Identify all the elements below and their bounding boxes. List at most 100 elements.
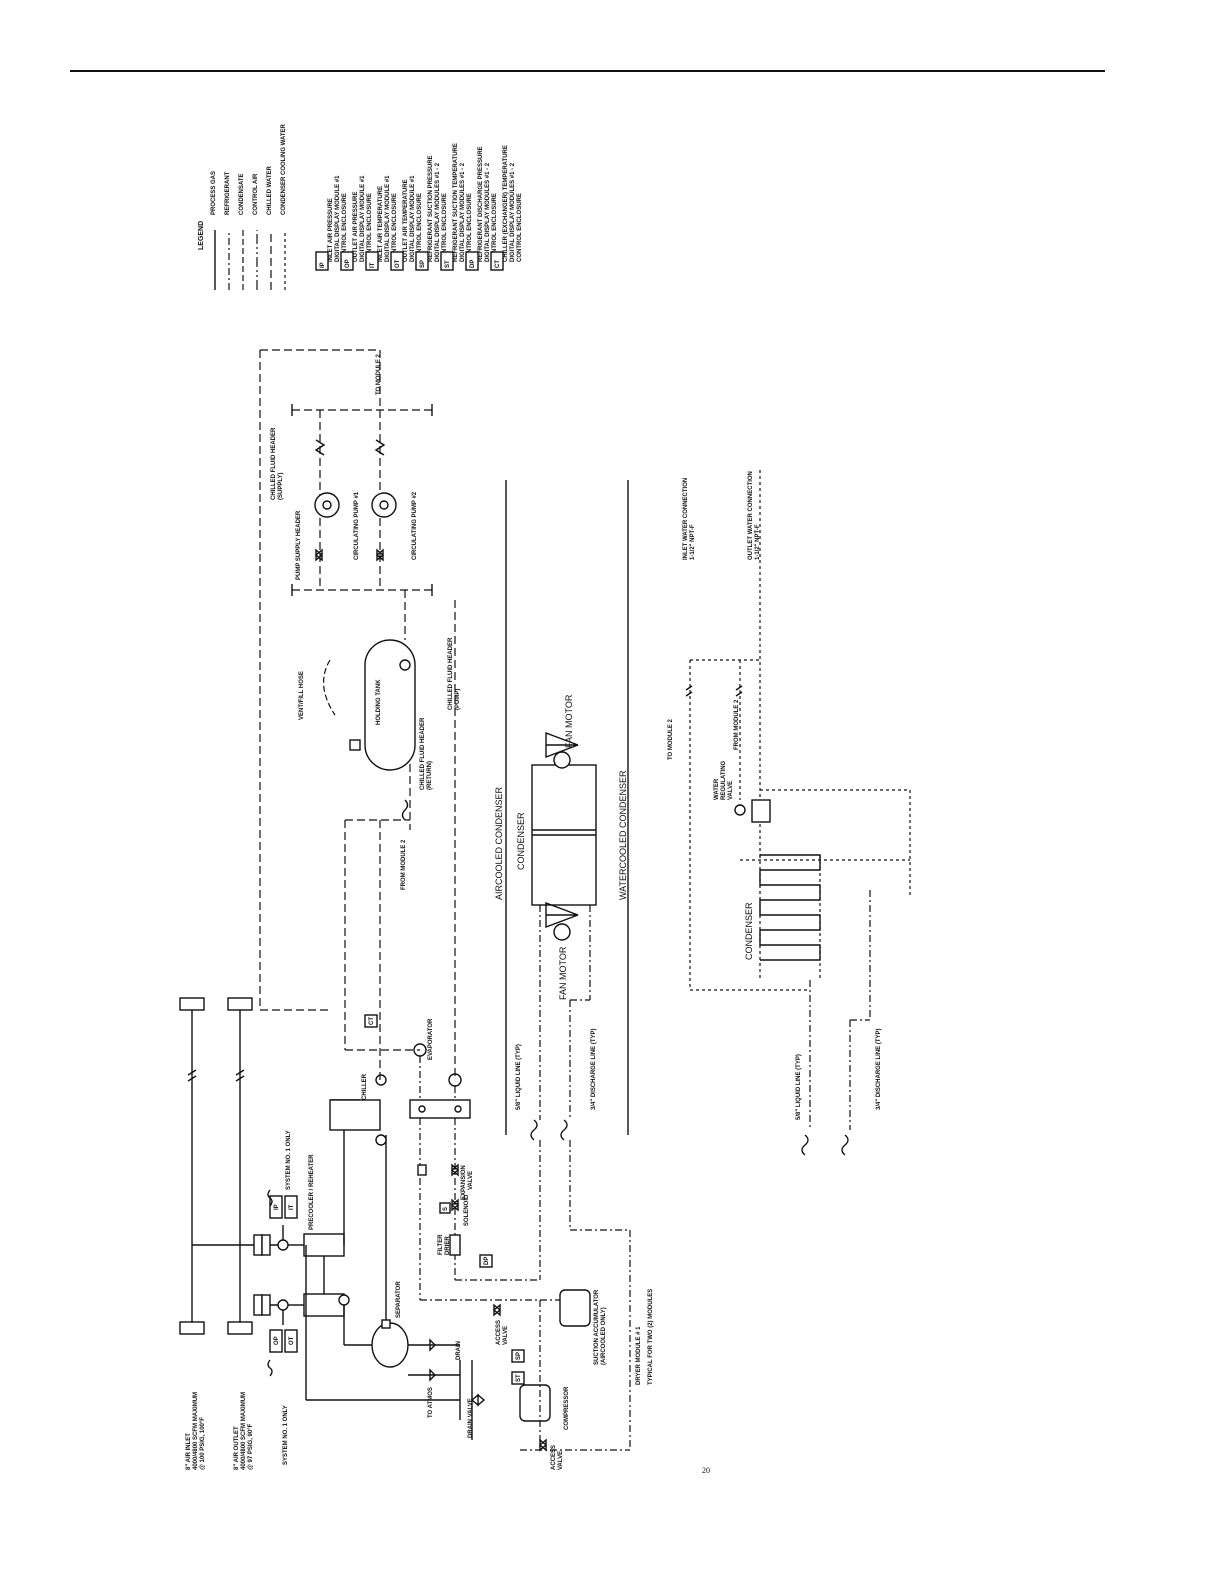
access-valve-label-1: ACCESS: [496, 1320, 502, 1345]
cfh-pump-label-2: (PUMP): [455, 689, 461, 710]
legend-label-process-gas: PROCESS GAS: [211, 171, 217, 215]
tag-ot: [284, 1329, 298, 1353]
svg-text:OUTLET AIR TEMPERATURE: OUTLET AIR TEMPERATURE: [403, 179, 409, 262]
svg-text:CONTROL ENCLOSURE: CONTROL ENCLOSURE: [417, 193, 423, 262]
svg-text:OP: OP: [345, 259, 351, 268]
svg-text:@ 97 PSIG, 90°F: @ 97 PSIG, 90°F: [248, 1423, 254, 1470]
water-regulating-valve: [751, 799, 771, 823]
fan-motor-bottom-label: FAN MOTOR: [558, 946, 568, 1000]
watercooled-condenser: CONDENSER 5/8" LIQUID LINE (TYP) 3/4" DI…: [668, 470, 911, 1156]
svg-text:DIGITAL DISPLAY MODULES #1 - 2: DIGITAL DISPLAY MODULES #1 - 2: [485, 162, 491, 262]
liquid-line-label: 5/8" LIQUID LINE (TYP): [516, 1044, 522, 1110]
water-valve-label-2: REGULATING: [721, 760, 727, 800]
legend: LEGEND PROCESS GAS REFRIGERANT CONDENSAT…: [198, 123, 287, 290]
svg-text:REFRIGERANT SUCTION TEMPERATUR: REFRIGERANT SUCTION TEMPERATURE: [453, 143, 459, 262]
outlet-flange-top: [227, 997, 253, 1011]
svg-text:DIGITAL DISPLAY MODULES #1 - 2: DIGITAL DISPLAY MODULES #1 - 2: [460, 162, 466, 262]
cfh-return-label-2: (RETURN): [427, 761, 433, 790]
suction-accumulator: [559, 1289, 591, 1327]
svg-text:IT: IT: [370, 262, 376, 268]
separator-label: SEPARATOR: [396, 1281, 402, 1318]
vent-fill-label: VENT/FILL HOSE: [299, 671, 305, 720]
fan-motor-top-icon: [553, 751, 571, 769]
tag-op: [269, 1329, 283, 1353]
tag-it: [284, 1195, 298, 1219]
instrument-legend-ot: OT OUTLET AIR TEMPERATURE DIGITAL DISPLA…: [390, 175, 423, 271]
inlet-water-label-1: INLET WATER CONNECTION: [683, 478, 689, 560]
svg-text:REFRIGERANT DISCHARGE PRESSURE: REFRIGERANT DISCHARGE PRESSURE: [478, 146, 484, 262]
holding-tank: [364, 639, 416, 771]
inlet-flange-top: [179, 997, 205, 1011]
access-valve-bottom-label-1: ACCESS: [551, 1445, 557, 1470]
to-atmos-label: TO ATMOS: [428, 1387, 434, 1418]
to-module-2-label: TO MODULE 2: [376, 353, 382, 395]
inlet-flange-bottom: [179, 1321, 205, 1335]
legend-title: LEGEND: [198, 221, 205, 250]
to-module-2-water-label: TO MODULE 2: [668, 718, 674, 760]
filter-label-2: DRIER: [445, 1236, 451, 1255]
air-instruments: IP IT OP OT SYSTEM NO. 1 ONLY SYSTEM NO.…: [267, 1130, 474, 1465]
access-valve-label-2: VALVE: [503, 1326, 509, 1345]
svg-text:IT: IT: [289, 1204, 295, 1210]
inlet-water-label-2: 1-1/2" NPT-F: [690, 524, 696, 560]
pump-supply-header-label: PUMP SUPPLY HEADER: [296, 510, 302, 580]
compressor-label: COMPRESSOR: [564, 1386, 570, 1430]
expansion-valve-label-2: VALVE: [468, 1171, 474, 1190]
svg-text:DIGITAL DISPLAY MODULE #1: DIGITAL DISPLAY MODULE #1: [335, 175, 341, 262]
air-inlet-label: 8" AIR INLET: [186, 1433, 192, 1470]
aircooled-condenser-label: CONDENSER: [516, 812, 526, 870]
separator-vessel: [371, 1322, 409, 1368]
refrigerant-circuit: S DP EVAPORATOR CHILLER EXPANSION VALVE …: [362, 1018, 654, 1470]
tag-st: [511, 1371, 525, 1385]
pump-2-valve-icon: [375, 548, 385, 562]
fan-blade-top-icon: [545, 731, 579, 759]
svg-text:REFRIGERANT SUCTION PRESSURE: REFRIGERANT SUCTION PRESSURE: [428, 155, 434, 262]
precooler-reheater: [303, 1233, 345, 1257]
instrument-legend-ct: CT CHILLER (EXCHANGER) TEMPERATURE DIGIT…: [490, 145, 523, 271]
circulating-pump-2-icon: [371, 492, 397, 518]
svg-text:OT: OT: [289, 1336, 295, 1345]
svg-text:ST: ST: [445, 260, 451, 268]
tag-ct: [364, 1014, 378, 1028]
pump-1-label: CIRCULATING PUMP #1: [354, 491, 360, 560]
wc-liquid-line-label: 5/8" LIQUID LINE (TYP): [796, 1054, 802, 1120]
air-outlet-label: 8" AIR OUTLET: [234, 1426, 240, 1470]
solenoid-label: SOLENOID: [464, 1194, 470, 1226]
tag-sp: [511, 1349, 525, 1363]
legend-label-condensate: CONDENSATE: [239, 173, 245, 215]
svg-text:CONTROL ENCLOSURE: CONTROL ENCLOSURE: [367, 193, 373, 262]
process-gas-piping: [253, 1074, 486, 1440]
instrument-legend-op: OP OUTLET AIR PRESSURE DIGITAL DISPLAY M…: [340, 175, 373, 271]
legend-label-refrigerant: REFRIGERANT: [225, 171, 231, 215]
tag-dp: [479, 1254, 493, 1268]
solenoid-valve-icon: [450, 1198, 460, 1212]
expansion-valve-icon: [450, 1163, 460, 1177]
circulating-pump-1-icon: [314, 492, 340, 518]
precooler-label: PRECOOLER / REHEATER: [309, 1154, 315, 1230]
svg-text:CT: CT: [495, 260, 501, 268]
svg-text:IP: IP: [320, 262, 326, 268]
cfh-pump-label-1: CHILLED FLUID HEADER: [448, 637, 454, 710]
fan-motor-bottom-icon: [553, 923, 571, 941]
legend-label-condenser-water: CONDENSER COOLING WATER: [281, 123, 287, 215]
instrument-legend: IP INLET AIR PRESSURE DIGITAL DISPLAY MO…: [315, 143, 523, 271]
svg-text:4000/4800 SCFM MAXIMUM: 4000/4800 SCFM MAXIMUM: [193, 1392, 199, 1470]
water-valve-label-1: WATER: [714, 778, 720, 800]
access-valve-icon-bottom: [538, 1438, 548, 1452]
filter-label-1: FILTER: [438, 1234, 444, 1255]
tag-s: [439, 1202, 451, 1214]
pump-1-valve-icon: [314, 548, 324, 562]
watercooled-label: WATERCOOLED CONDENSER: [618, 770, 628, 900]
svg-text:DIGITAL DISPLAY MODULES #1 - 2: DIGITAL DISPLAY MODULES #1 - 2: [510, 162, 516, 262]
svg-text:DIGITAL DISPLAY MODULE #1: DIGITAL DISPLAY MODULE #1: [360, 175, 366, 262]
system-only-bottom-label: SYSTEM NO. 1 ONLY: [283, 1405, 289, 1465]
svg-text:@ 100 PSIG, 100°F: @ 100 PSIG, 100°F: [200, 1417, 206, 1470]
air-headers: 8" AIR INLET 4000/4800 SCFM MAXIMUM @ 10…: [179, 997, 258, 1470]
typical-label: TYPICAL FOR TWO (2) MODULES: [648, 1289, 654, 1385]
outlet-flange-bottom: [227, 1321, 253, 1335]
evaporator: [409, 1099, 471, 1119]
instrument-legend-it: IT INLET AIR TEMPERATURE DIGITAL DISPLAY…: [365, 175, 398, 271]
dryer-module-label: DRYER MODULE # 1: [636, 1326, 642, 1385]
svg-text:S: S: [443, 1207, 449, 1211]
water-valve-label-3: VALVE: [728, 781, 734, 800]
